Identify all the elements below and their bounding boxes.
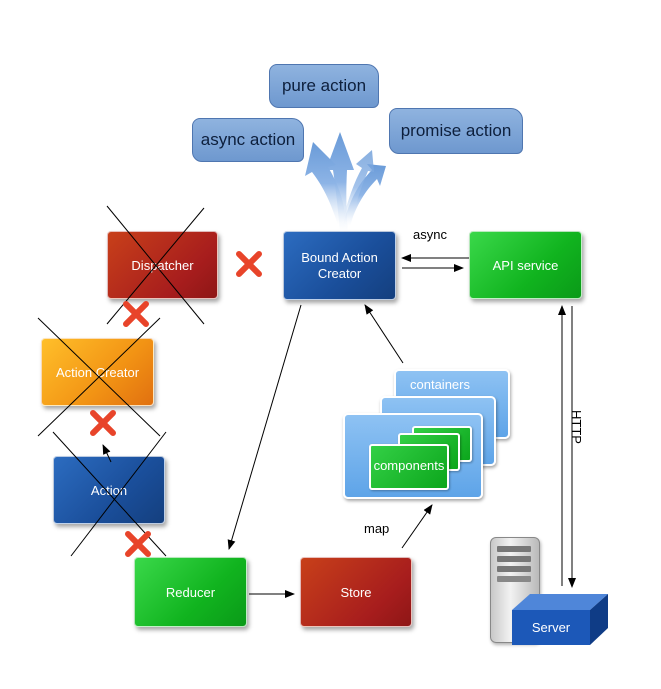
- action-creator-box: Action Creator: [41, 338, 154, 406]
- pure-action-cloud: pure action: [269, 64, 379, 108]
- dispatcher-box: Dispatcher: [107, 231, 218, 299]
- red-x-marks: [90, 251, 262, 557]
- bound-action-creator-label: Bound Action Creator: [301, 249, 378, 281]
- store-box: Store: [300, 557, 412, 627]
- containers-label: containers: [410, 377, 470, 392]
- action-label: Action: [90, 482, 128, 498]
- store-label: Store: [340, 584, 372, 600]
- api-service-label: API service: [492, 257, 559, 273]
- components-label: components: [373, 458, 445, 473]
- server-label: Server: [531, 620, 571, 635]
- async-action-cloud: async action: [192, 118, 304, 162]
- component-card-front: components: [369, 444, 449, 490]
- action-box: Action: [53, 456, 165, 524]
- reducer-box: Reducer: [134, 557, 247, 627]
- async-edge-label: async: [413, 227, 447, 242]
- dispatcher-label: Dispatcher: [131, 257, 194, 273]
- map-edge-label: map: [364, 521, 390, 536]
- bound-action-creator-box: Bound Action Creator: [283, 231, 396, 300]
- action-creator-label: Action Creator: [55, 364, 140, 380]
- api-service-box: API service: [469, 231, 582, 299]
- promise-action-cloud: promise action: [389, 108, 523, 154]
- reducer-label: Reducer: [165, 584, 216, 600]
